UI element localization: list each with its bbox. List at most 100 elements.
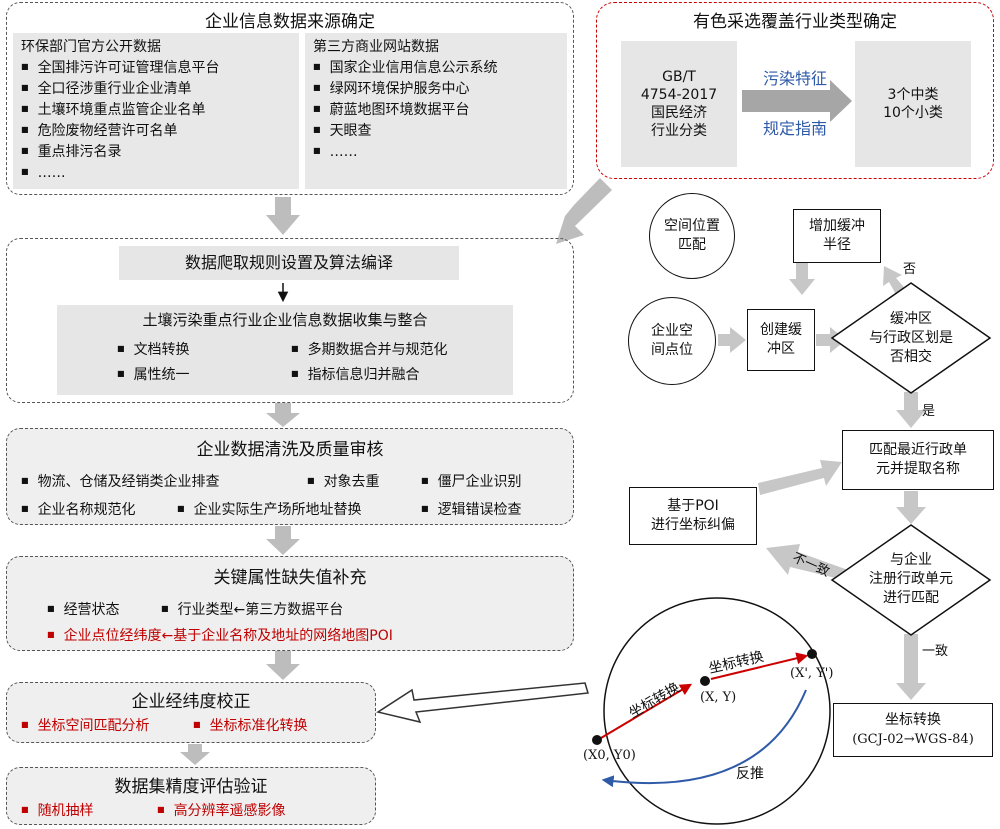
create-buffer-node: 创建缓 冲区 <box>747 309 815 371</box>
crawl-header: 数据爬取规则设置及算法编译 <box>119 246 459 280</box>
evaluation-item: 随机抽样 <box>21 800 94 821</box>
match-nearest-node: 匹配最近行政单 元并提取名称 <box>842 430 994 490</box>
third-party-item: 天眼查 <box>313 120 559 141</box>
integration-item: 多期数据合并与规范化 <box>291 337 448 362</box>
industry-result-box: 3个中类 10个小类 <box>855 41 971 167</box>
cleaning-item: 企业名称规范化 <box>21 499 136 520</box>
integration-panel: 土壤污染重点行业企业信息数据收集与整合 文档转换 属性统一 多期数据合并与规范化… <box>57 305 513 395</box>
convert-title: 坐标转换 <box>885 712 941 728</box>
node-line: 进行匹配 <box>883 590 939 606</box>
official-source-item: 全国排污许可证管理信息平台 <box>21 57 291 78</box>
official-source-item: …… <box>21 162 291 183</box>
gb-line: 行业分类 <box>651 123 707 139</box>
red-arrow-a <box>600 683 693 739</box>
missing-value-item: 行业类型←第三方数据平台 <box>161 599 344 620</box>
coordinate-circle <box>603 597 831 825</box>
third-party-item: 国家企业信用信息公示系统 <box>313 57 559 78</box>
spatial-match-node: 空间位置 匹配 <box>649 193 735 279</box>
third-party-item: …… <box>313 141 559 162</box>
calibration-title: 企业经纬度校正 <box>131 692 251 712</box>
point-p2-label: (X', Y') <box>790 666 834 681</box>
node-line: 与企业 <box>890 552 932 568</box>
arrow-label-bottom: 规定指南 <box>762 119 827 138</box>
missing-value-item: 经营状态 <box>47 599 120 620</box>
node-line: 元并提取名称 <box>876 461 960 477</box>
official-sources-panel: 环保部门官方公开数据 全国排污许可证管理信息平台 全口径涉重行业企业清单 土壤环… <box>13 33 299 189</box>
point-p2 <box>807 649 817 659</box>
decision-match-text: 与企业 注册行政单元 进行匹配 <box>846 551 976 608</box>
node-line: 基于POI <box>667 498 719 514</box>
missing-value-title: 关键属性缺失值补充 <box>213 568 367 588</box>
calibration-box: 企业经纬度校正 坐标空间匹配分析 坐标标准化转换 <box>6 682 376 743</box>
sources-title: 企业信息数据来源确定 <box>205 12 375 32</box>
industry-box: 有色采选覆盖行业类型确定 GB/T 4754-2017 国民经济 行业分类 污染… <box>596 2 994 179</box>
no-label: 否 <box>903 262 917 277</box>
gb-classification-box: GB/T 4754-2017 国民经济 行业分类 <box>621 41 737 167</box>
evaluation-item: 高分辨率遥感影像 <box>157 800 286 821</box>
decision-intersect-text: 缓冲区 与行政区划是 否相交 <box>846 310 976 367</box>
right-flow-arrows <box>718 263 926 700</box>
red-arrow-b <box>710 652 809 680</box>
official-sources-title: 环保部门官方公开数据 <box>21 39 161 55</box>
official-source-item: 土壤环境重点监管企业名单 <box>21 99 291 120</box>
point-p1 <box>700 676 710 686</box>
third-party-item: 蔚蓝地图环境数据平台 <box>313 99 559 120</box>
node-line: 匹配最近行政单 <box>869 442 967 458</box>
third-party-sources-panel: 第三方商业网站数据 国家企业信用信息公示系统 绿网环境保护服务中心 蔚蓝地图环境… <box>305 33 567 189</box>
point-p0-label: (X0, Y0) <box>583 748 636 763</box>
enterprise-point-node: 企业空 间点位 <box>628 297 716 385</box>
node-line: 增加缓冲 <box>809 218 865 234</box>
convert-sub: (GCJ-02→WGS-84) <box>852 732 974 747</box>
match-label: 一致 <box>922 644 949 659</box>
calibration-item: 坐标标准化转换 <box>193 715 308 736</box>
integration-item: 指标信息归并融合 <box>291 362 448 387</box>
crawl-box: 数据爬取规则设置及算法编译 土壤污染重点行业企业信息数据收集与整合 文档转换 属… <box>6 238 574 403</box>
node-line: 进行坐标纠偏 <box>651 517 735 533</box>
gb-line: 国民经济 <box>651 105 707 121</box>
result-line: 3个中类 <box>887 87 939 103</box>
node-line: 匹配 <box>678 237 706 253</box>
point-p1-label: (X, Y) <box>700 690 737 705</box>
decision-match-diamond <box>830 524 992 636</box>
node-line: 企业空 <box>651 323 693 339</box>
third-party-title: 第三方商业网站数据 <box>313 39 439 55</box>
cleaning-item: 企业实际生产场所地址替换 <box>177 499 362 520</box>
node-line: 间点位 <box>651 342 693 358</box>
node-line: 缓冲区 <box>890 311 932 327</box>
node-line: 创建缓 <box>760 322 802 338</box>
integration-right-col: 多期数据合并与规范化 指标信息归并融合 <box>291 337 448 387</box>
cleaning-title: 企业数据清洗及质量审核 <box>196 440 384 460</box>
node-line: 与行政区划是 <box>869 330 953 346</box>
industry-arrow <box>742 80 852 122</box>
result-line: 10个小类 <box>883 105 943 121</box>
point-p0 <box>592 735 602 745</box>
cleaning-item: 僵尸企业识别 <box>421 471 522 492</box>
yes-label: 是 <box>922 404 936 419</box>
arrow-label-top: 污染特征 <box>762 69 827 88</box>
official-source-item: 全口径涉重行业企业清单 <box>21 78 291 99</box>
left-flow-arrows <box>180 197 300 765</box>
calibration-item: 坐标空间匹配分析 <box>21 715 150 736</box>
official-source-item: 危险废物经营许可名单 <box>21 120 291 141</box>
coordinate-convert-node: 坐标转换 (GCJ-02→WGS-84) <box>833 703 993 757</box>
integration-item: 文档转换 <box>117 337 190 362</box>
cleaning-item: 逻辑错误检查 <box>421 499 522 520</box>
cleaning-item: 对象去重 <box>307 471 380 492</box>
missing-value-box: 关键属性缺失值补充 经营状态 行业类型←第三方数据平台 企业点位经纬度←基于企业… <box>6 556 574 651</box>
evaluation-box: 数据集精度评估验证 随机抽样 高分辨率遥感影像 <box>6 767 376 825</box>
add-buffer-node: 增加缓冲 半径 <box>793 209 881 263</box>
cleaning-item: 物流、仓储及经销类企业排查 <box>21 471 220 492</box>
cleaning-box: 企业数据清洗及质量审核 物流、仓储及经销类企业排查 对象去重 僵尸企业识别 企业… <box>6 428 574 525</box>
diagonal-arrow <box>556 178 612 244</box>
integration-title: 土壤污染重点行业企业信息数据收集与整合 <box>142 311 428 329</box>
hollow-arrow <box>376 682 589 724</box>
official-source-item: 重点排污名录 <box>21 141 291 162</box>
back-calc-label: 反推 <box>736 766 764 782</box>
integration-left-col: 文档转换 属性统一 <box>117 337 190 387</box>
poi-correction-node: 基于POI 进行坐标纠偏 <box>629 487 757 545</box>
gb-line: GB/T <box>662 69 696 85</box>
evaluation-title: 数据集精度评估验证 <box>114 777 268 797</box>
industry-title: 有色采选覆盖行业类型确定 <box>693 12 897 32</box>
node-line: 注册行政单元 <box>869 571 953 587</box>
